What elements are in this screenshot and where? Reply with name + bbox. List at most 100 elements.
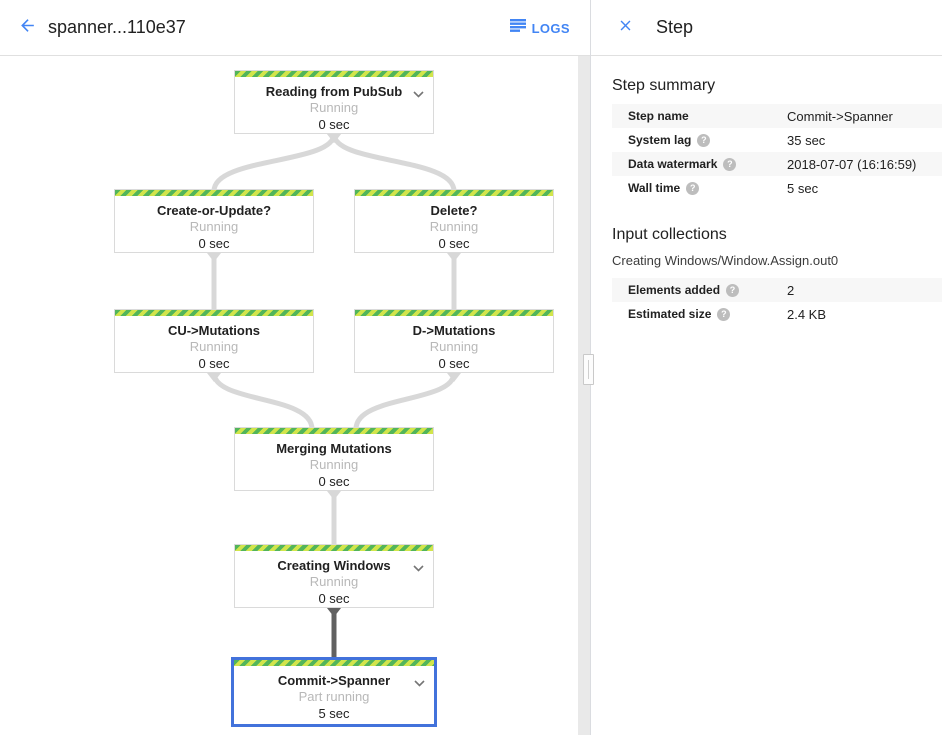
resize-grip xyxy=(588,360,589,379)
node-title: Create-or-Update? xyxy=(156,203,272,218)
status-stripe xyxy=(355,190,553,196)
row-value: 5 sec xyxy=(787,180,819,196)
row-value: 35 sec xyxy=(787,132,826,148)
node-status: Running xyxy=(429,219,479,234)
step-summary-table: Step name Commit->Spanner System lag ? 3… xyxy=(612,104,942,200)
back-button[interactable] xyxy=(14,15,40,41)
splitter-track xyxy=(578,56,590,735)
edge-arrowhead xyxy=(327,608,341,617)
collection-name: Creating Windows/Window.Assign.out0 xyxy=(612,253,839,268)
row-label-text: Wall time xyxy=(628,181,681,195)
step-details-panel: Step Step summary Step name Commit->Span… xyxy=(590,0,942,735)
panel-resize-handle[interactable] xyxy=(583,354,594,385)
graph-edge xyxy=(211,370,315,432)
chevron-down-icon[interactable] xyxy=(413,559,424,577)
node-time: 0 sec xyxy=(318,474,350,489)
row-label: Wall time ? xyxy=(628,181,787,195)
row-value: 2.4 KB xyxy=(787,306,827,322)
node-time: 0 sec xyxy=(198,356,230,371)
row-label-text: Estimated size xyxy=(628,307,712,321)
help-icon[interactable]: ? xyxy=(686,181,700,195)
panel-body: Step summary Step name Commit->Spanner S… xyxy=(591,56,942,326)
node-title: Delete? xyxy=(430,203,478,218)
edge-arrowhead xyxy=(207,253,221,262)
help-icon[interactable]: ? xyxy=(726,283,740,297)
edge-arrowhead xyxy=(447,373,461,382)
logs-button[interactable]: LOGS xyxy=(509,0,570,56)
table-row: Data watermark ? 2018-07-07 (16:16:59) xyxy=(612,152,942,176)
edge-arrowhead xyxy=(447,253,461,262)
node-time: 0 sec xyxy=(438,236,470,251)
panel-title: Step xyxy=(656,17,694,37)
edge-arrowhead xyxy=(207,373,221,382)
node-time: 0 sec xyxy=(318,591,350,606)
graph-pane: spanner...110e37 LOGS Reading from PubSu… xyxy=(0,0,590,735)
chevron-down-icon[interactable] xyxy=(413,85,424,103)
close-icon xyxy=(617,17,634,39)
row-label: Data watermark ? xyxy=(628,157,787,171)
status-stripe xyxy=(235,71,433,77)
edge-arrowhead xyxy=(327,491,341,500)
job-title: spanner...110e37 xyxy=(48,17,186,37)
node-status: Running xyxy=(309,457,359,472)
node-title: Merging Mutations xyxy=(276,441,392,456)
node-time: 0 sec xyxy=(318,117,350,132)
row-label-text: Elements added xyxy=(628,283,721,297)
input-collections-table: Elements added ? 2 Estimated size ? 2.4 … xyxy=(612,278,942,326)
node-status: Running xyxy=(429,339,479,354)
node-time: 0 sec xyxy=(438,356,470,371)
row-label: System lag ? xyxy=(628,133,787,147)
node-title: Creating Windows xyxy=(277,558,391,573)
graph-node-delete[interactable]: Delete?Running 0 sec xyxy=(354,189,554,253)
status-stripe xyxy=(115,190,313,196)
graph-edge xyxy=(353,370,457,432)
row-label: Estimated size ? xyxy=(628,307,787,321)
node-title: D->Mutations xyxy=(412,323,496,338)
row-label-text: System lag xyxy=(628,133,692,147)
help-icon[interactable]: ? xyxy=(717,307,731,321)
row-value: 2018-07-07 (16:16:59) xyxy=(787,156,917,172)
node-status: Running xyxy=(189,219,239,234)
node-status: Running xyxy=(309,100,359,115)
table-row: System lag ? 35 sec xyxy=(612,128,942,152)
logs-button-label: LOGS xyxy=(531,20,570,36)
graph-node-create-or-update[interactable]: Create-or-Update?Running 0 sec xyxy=(114,189,314,253)
table-row: Estimated size ? 2.4 KB xyxy=(612,302,942,326)
node-status: Running xyxy=(189,339,239,354)
row-value: Commit->Spanner xyxy=(787,108,893,124)
chevron-down-icon[interactable] xyxy=(414,674,425,692)
help-icon[interactable]: ? xyxy=(723,157,737,171)
help-icon[interactable]: ? xyxy=(697,133,711,147)
graph-edge xyxy=(331,131,457,194)
node-status: Part running xyxy=(298,689,370,704)
step-panel-header: Step xyxy=(591,0,942,56)
table-row: Step name Commit->Spanner xyxy=(612,104,942,128)
status-stripe xyxy=(235,428,433,434)
row-label: Elements added ? xyxy=(628,283,787,297)
close-panel-button[interactable] xyxy=(614,17,636,39)
job-header: spanner...110e37 LOGS xyxy=(0,0,590,56)
status-stripe xyxy=(355,310,553,316)
arrow-left-icon xyxy=(18,16,37,40)
node-status: Running xyxy=(309,574,359,589)
node-title: Reading from PubSub xyxy=(265,84,403,99)
table-row: Wall time ? 5 sec xyxy=(612,176,942,200)
status-stripe xyxy=(115,310,313,316)
node-time: 5 sec xyxy=(318,706,350,721)
node-time: 0 sec xyxy=(198,236,230,251)
graph-edge xyxy=(211,131,337,194)
table-row: Elements added ? 2 xyxy=(612,278,942,302)
graph-edges xyxy=(207,131,461,662)
status-stripe xyxy=(235,545,433,551)
row-label: Step name xyxy=(628,109,689,123)
row-label-text: Data watermark xyxy=(628,157,718,171)
status-stripe xyxy=(234,660,434,666)
